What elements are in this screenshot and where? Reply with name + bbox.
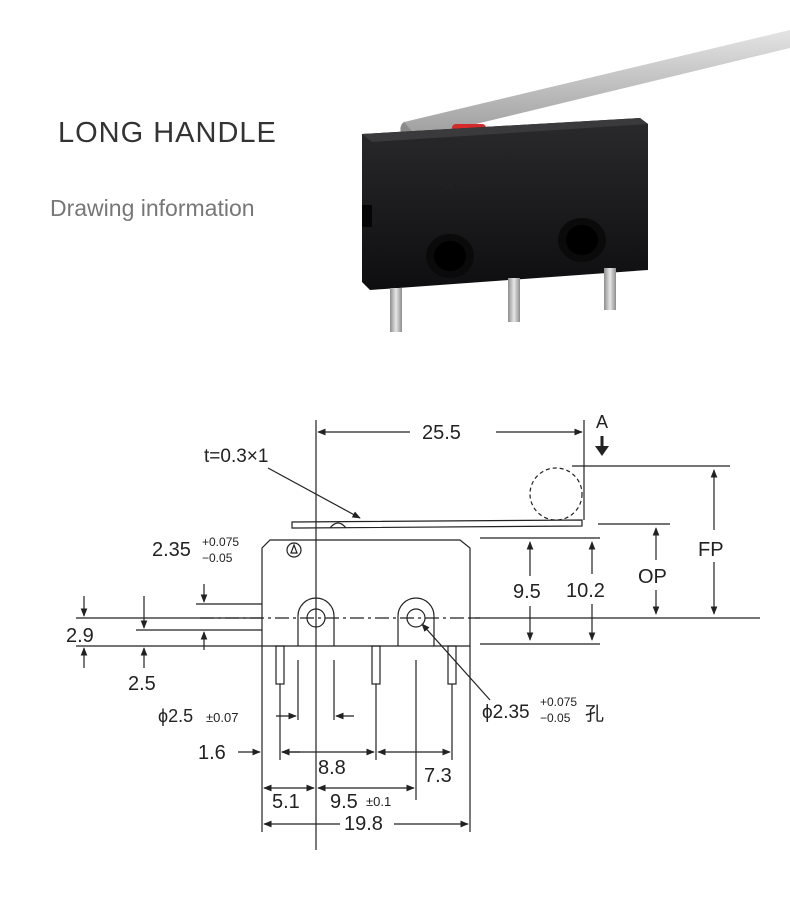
dim-5-1: 5.1 (272, 791, 300, 813)
page-subtitle: Drawing information (50, 195, 255, 221)
hole2-base: ϕ2.35 (482, 702, 530, 723)
arrow-down-icon (595, 446, 609, 456)
svg-text:WHT: WHT (555, 177, 580, 189)
dim-8-8: 8.8 (318, 757, 346, 779)
hole2-plus: +0.075 (540, 695, 577, 709)
tol-plus: +0.075 (202, 535, 239, 549)
dim-9-5b-tol: ±0.1 (366, 794, 391, 809)
tol-minus: −0.05 (202, 551, 233, 565)
dim-7-3: 7.3 (424, 765, 452, 787)
hole-tol: ±0.07 (206, 710, 238, 725)
svg-text:5A 250V~: 5A 250V~ (440, 181, 488, 193)
dim-2-9: 2.9 (66, 625, 94, 647)
lever-arm (404, 30, 790, 142)
dim-25-5: 25.5 (422, 422, 461, 444)
microswitch-photo: 5A 250V~ WHT (362, 30, 790, 332)
dim-9-5b: 9.5 (330, 791, 358, 813)
view-label: A (596, 412, 608, 432)
thickness-label: t=0.3×1 (204, 446, 268, 467)
dim-10-2: 10.2 (566, 580, 605, 602)
dim-19-8: 19.8 (344, 813, 383, 835)
op-label: OP (638, 566, 667, 588)
dim-2-5: 2.5 (128, 673, 156, 695)
tol-base: 2.35 (152, 539, 191, 561)
dim-9-5: 9.5 (513, 581, 541, 603)
page-title: LONG HANDLE (58, 117, 277, 149)
fp-label: FP (698, 539, 724, 561)
hole2-suffix: 孔 (585, 703, 604, 725)
hole2-minus: −0.05 (540, 711, 571, 725)
dim-1-6: 1.6 (198, 742, 226, 764)
hole-dia: ϕ2.5 (158, 706, 193, 726)
